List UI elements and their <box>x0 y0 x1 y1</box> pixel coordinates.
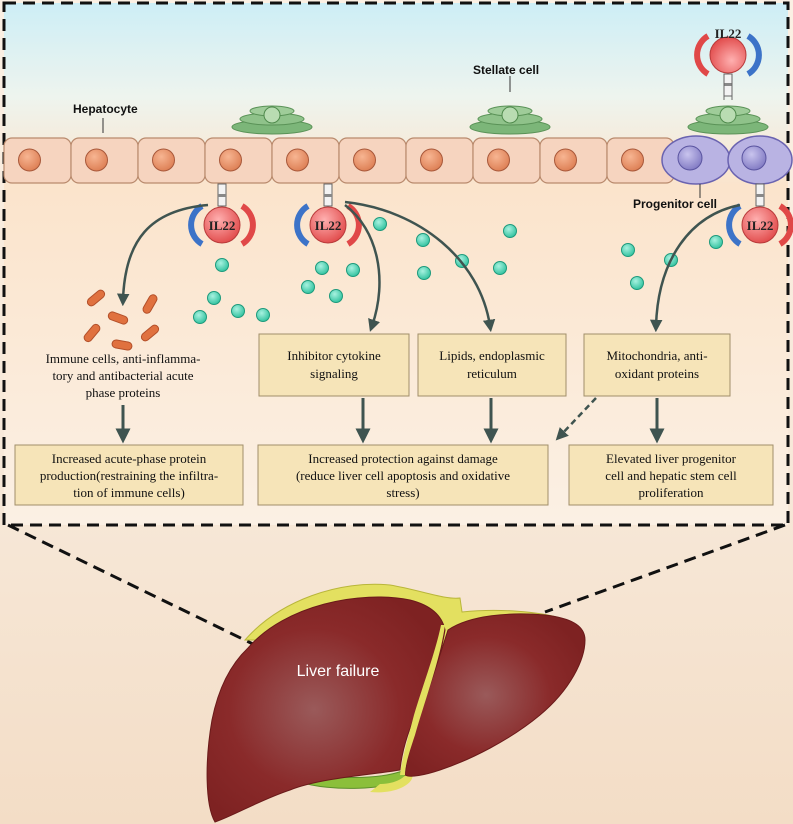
protection-text-1: Increased protection against damage <box>308 451 498 466</box>
protection-text-2: (reduce liver cell apoptosis and oxidati… <box>296 468 510 483</box>
inhibitor-text-1: Inhibitor cytokine <box>287 348 381 363</box>
mito-text-2: oxidant proteins <box>615 366 699 381</box>
svg-text:IL22: IL22 <box>747 218 774 233</box>
immune-text-3: phase proteins <box>86 385 161 400</box>
bacterium <box>107 311 129 325</box>
cytokine-dot <box>709 235 723 249</box>
protection-text-3: stress) <box>386 485 419 500</box>
lipids-text-1: Lipids, endoplasmic <box>439 348 545 363</box>
cytokine-dot <box>215 258 229 272</box>
hepatocyte-row <box>3 137 675 184</box>
il22-top-label: IL22 <box>715 26 742 41</box>
cytokine-dot <box>493 261 507 275</box>
arrow-to-immune <box>116 203 209 307</box>
bacterium <box>83 323 101 343</box>
bacteria <box>83 289 160 351</box>
cytokine-dot <box>503 224 517 238</box>
arrow-to-lipids <box>344 200 496 333</box>
box-lipids <box>417 333 567 397</box>
arrow-to-inhibitor <box>344 204 381 332</box>
acute-text-1: Increased acute-phase protein <box>52 451 207 466</box>
bacterium <box>140 324 160 342</box>
bacterium <box>142 294 158 314</box>
il22-receptor-2: IL22 <box>297 184 359 244</box>
cytokine-dot <box>373 217 387 231</box>
progenitor-out-text-1: Elevated liver progenitor <box>606 451 737 466</box>
bacterium <box>111 339 133 351</box>
immune-text-1: Immune cells, anti-inflamma- <box>46 351 201 366</box>
progenitor-out-text-2: cell and hepatic stem cell <box>605 468 737 483</box>
zoom-line-left <box>7 523 256 647</box>
cytokine-dot <box>256 308 270 322</box>
arrow-mito-dashed <box>555 397 597 441</box>
acute-text-3: tion of immune cells) <box>73 485 185 500</box>
liver-illustration: Liver failure <box>206 583 586 823</box>
progenitor-out-text-3: proliferation <box>639 485 704 500</box>
liver-failure-label: Liver failure <box>297 663 380 680</box>
hepatocyte-nucleus <box>420 148 443 172</box>
arrow-to-mito <box>649 203 741 333</box>
hepatocyte-nucleus <box>18 148 41 172</box>
dashed-frame <box>2 1 790 527</box>
cytokine-dot <box>630 276 644 290</box>
acute-text-2: production(restraining the infiltra- <box>40 468 218 483</box>
cytokine-dot <box>417 266 431 280</box>
cytokine-dot <box>329 289 343 303</box>
hepatocyte-nucleus <box>152 148 175 172</box>
cytokine-dot <box>621 243 635 257</box>
immune-text-2: tory and antibacterial acute <box>52 368 193 383</box>
svg-text:IL22: IL22 <box>209 218 236 233</box>
inhibitor-text-2: signaling <box>310 366 358 381</box>
box-mito <box>583 333 731 397</box>
bacterium <box>86 289 106 307</box>
stellate-label: Stellate cell <box>473 63 539 77</box>
box-protection <box>257 444 549 506</box>
cytokine-dot <box>207 291 221 305</box>
cytokine-dot <box>346 263 360 277</box>
zoom-line-right <box>544 523 786 614</box>
box-acute <box>14 444 244 506</box>
hepatocyte-nucleus <box>85 148 108 172</box>
svg-text:IL22: IL22 <box>315 218 342 233</box>
cytokine-dot <box>315 261 329 275</box>
hepatocyte-nucleus <box>219 148 242 172</box>
cytokine-dot <box>193 310 207 324</box>
hepatocyte-nucleus <box>554 148 577 172</box>
progenitor-label: Progenitor cell <box>633 197 717 211</box>
il22-receptor-1: IL22 <box>191 184 253 244</box>
hepatocyte-nucleus <box>621 148 644 172</box>
lipids-text-2: reticulum <box>467 366 517 381</box>
cytokine-dot <box>231 304 245 318</box>
hepatocyte-nucleus <box>286 148 309 172</box>
cytokine-dot <box>416 233 430 247</box>
hepatocyte-nucleus <box>353 148 376 172</box>
box-inhibitor <box>258 333 410 397</box>
cytokine-dots <box>193 217 723 324</box>
hepatocyte-label: Hepatocyte <box>73 102 138 116</box>
cytokine-dot <box>301 280 315 294</box>
box-progenitor-out <box>568 444 774 506</box>
mito-text-1: Mitochondria, anti- <box>606 348 707 363</box>
il22-receptor-3: IL22 <box>729 184 791 244</box>
hepatocyte-nucleus <box>487 148 510 172</box>
